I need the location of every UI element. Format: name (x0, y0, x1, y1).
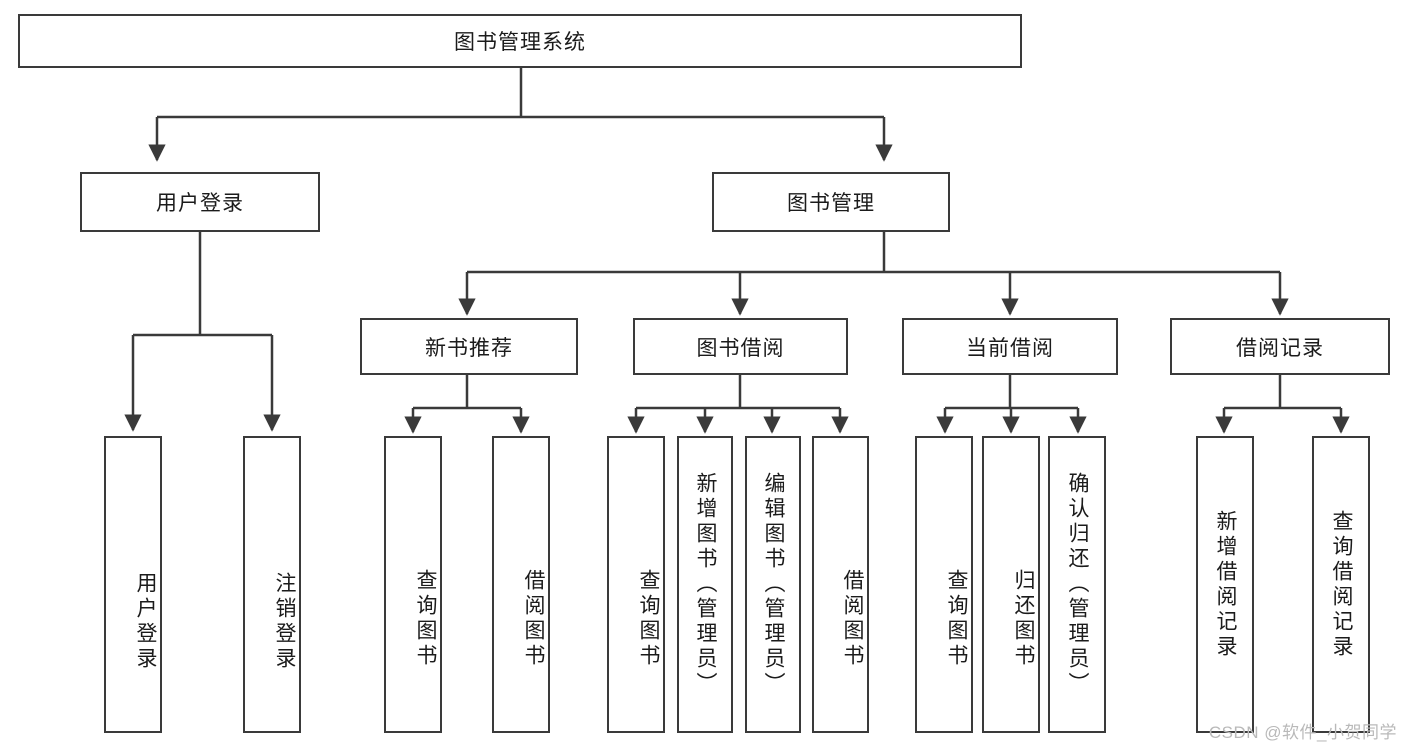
node-label: 新增图书（管理员） (694, 472, 717, 697)
node-label: 编辑图书（管理员） (762, 472, 785, 697)
node-label: 查询图书 (945, 568, 968, 669)
leaf-records-query-record[interactable]: 查询借阅记录 (1312, 436, 1370, 733)
node-user-login[interactable]: 用户登录 (80, 172, 320, 232)
node-book-borrow[interactable]: 图书借阅 (633, 318, 848, 375)
leaf-new-book-borrow-books[interactable]: 借阅图书 (492, 436, 550, 733)
node-label: 注销登录 (273, 571, 296, 672)
node-current-borrow[interactable]: 当前借阅 (902, 318, 1118, 375)
node-label: 用户登录 (156, 192, 244, 215)
node-label: 查询图书 (414, 568, 437, 669)
leaf-user-login-logout[interactable]: 注销登录 (243, 436, 301, 733)
node-label: 用户登录 (134, 571, 157, 672)
leaf-new-book-query-books[interactable]: 查询图书 (384, 436, 442, 733)
node-label: 查询图书 (637, 568, 660, 669)
leaf-user-login-login[interactable]: 用户登录 (104, 436, 162, 733)
node-label: 借阅记录 (1236, 336, 1324, 360)
node-label: 图书借阅 (696, 336, 785, 360)
leaf-current-return-books[interactable]: 归还图书 (982, 436, 1040, 733)
leaf-borrow-add-book-admin[interactable]: 新增图书（管理员） (677, 436, 733, 733)
node-label: 借阅图书 (841, 568, 864, 669)
node-borrow-records[interactable]: 借阅记录 (1170, 318, 1390, 375)
leaf-borrow-query-books[interactable]: 查询图书 (607, 436, 665, 733)
node-new-book-recommend[interactable]: 新书推荐 (360, 318, 578, 375)
leaf-current-query-books[interactable]: 查询图书 (915, 436, 973, 733)
leaf-borrow-edit-book-admin[interactable]: 编辑图书（管理员） (745, 436, 801, 733)
node-root-system[interactable]: 图书管理系统 (18, 14, 1022, 68)
node-label: 新增借阅记录 (1214, 509, 1237, 660)
node-label: 当前借阅 (966, 336, 1054, 360)
node-book-management[interactable]: 图书管理 (712, 172, 950, 232)
node-label: 图书管理系统 (454, 31, 586, 54)
node-label: 图书管理 (787, 192, 875, 215)
leaf-borrow-borrow-books[interactable]: 借阅图书 (812, 436, 869, 733)
node-label: 确认归还（管理员） (1066, 472, 1089, 697)
leaf-current-confirm-return-admin[interactable]: 确认归还（管理员） (1048, 436, 1106, 733)
node-label: 查询借阅记录 (1330, 509, 1353, 660)
node-label: 新书推荐 (425, 336, 513, 360)
node-label: 借阅图书 (522, 568, 545, 669)
leaf-records-add-record[interactable]: 新增借阅记录 (1196, 436, 1254, 733)
node-label: 归还图书 (1012, 568, 1035, 669)
watermark-text: CSDN @软件_小贺同学 (1208, 723, 1397, 742)
